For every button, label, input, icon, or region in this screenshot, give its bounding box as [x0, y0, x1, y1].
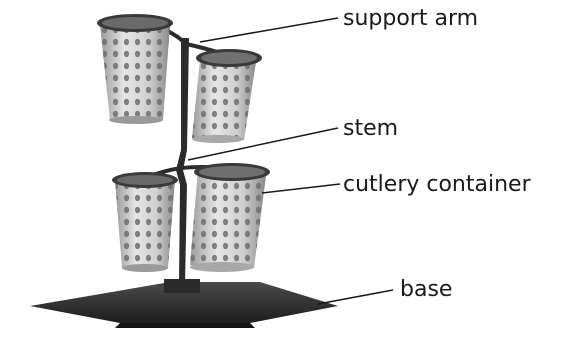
base-leader [318, 290, 393, 304]
container-bottom-right [190, 163, 270, 272]
container-top-right [192, 49, 262, 143]
stem-label: stem [343, 118, 398, 140]
base-label: base [400, 279, 452, 301]
cutlery-container-leader [262, 184, 340, 193]
support-arm-label: support arm [343, 8, 478, 30]
container-top-left [97, 14, 173, 124]
cutlery-container-label: cutlery container [343, 174, 531, 196]
container-bottom-left [112, 172, 178, 272]
support-arm-leader [200, 18, 338, 42]
base-plate [30, 279, 338, 328]
stem [176, 38, 189, 285]
